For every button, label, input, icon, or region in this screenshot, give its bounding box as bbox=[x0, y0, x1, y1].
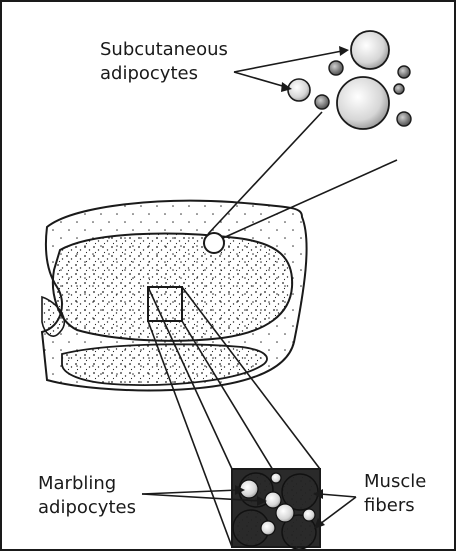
label-muscle-fibers: Muscle fibers bbox=[364, 470, 426, 518]
label-marbling-adipocytes: Marbling adipocytes bbox=[38, 472, 136, 520]
subcutaneous-fat-spot bbox=[204, 233, 224, 253]
label-subcutaneous-adipocytes: Subcutaneous adipocytes bbox=[100, 38, 228, 86]
arrow-marbling-1 bbox=[142, 490, 239, 494]
arrow-subcutaneous-1 bbox=[234, 72, 286, 87]
subcutaneous-adipocytes-cluster bbox=[288, 31, 411, 129]
arrow-muscle-1 bbox=[320, 494, 356, 497]
arrow-subcutaneous-2 bbox=[234, 51, 342, 72]
zoom-line-right bbox=[223, 160, 397, 238]
magnified-tissue-square bbox=[232, 469, 320, 549]
arrow-muscle-2 bbox=[320, 497, 356, 524]
